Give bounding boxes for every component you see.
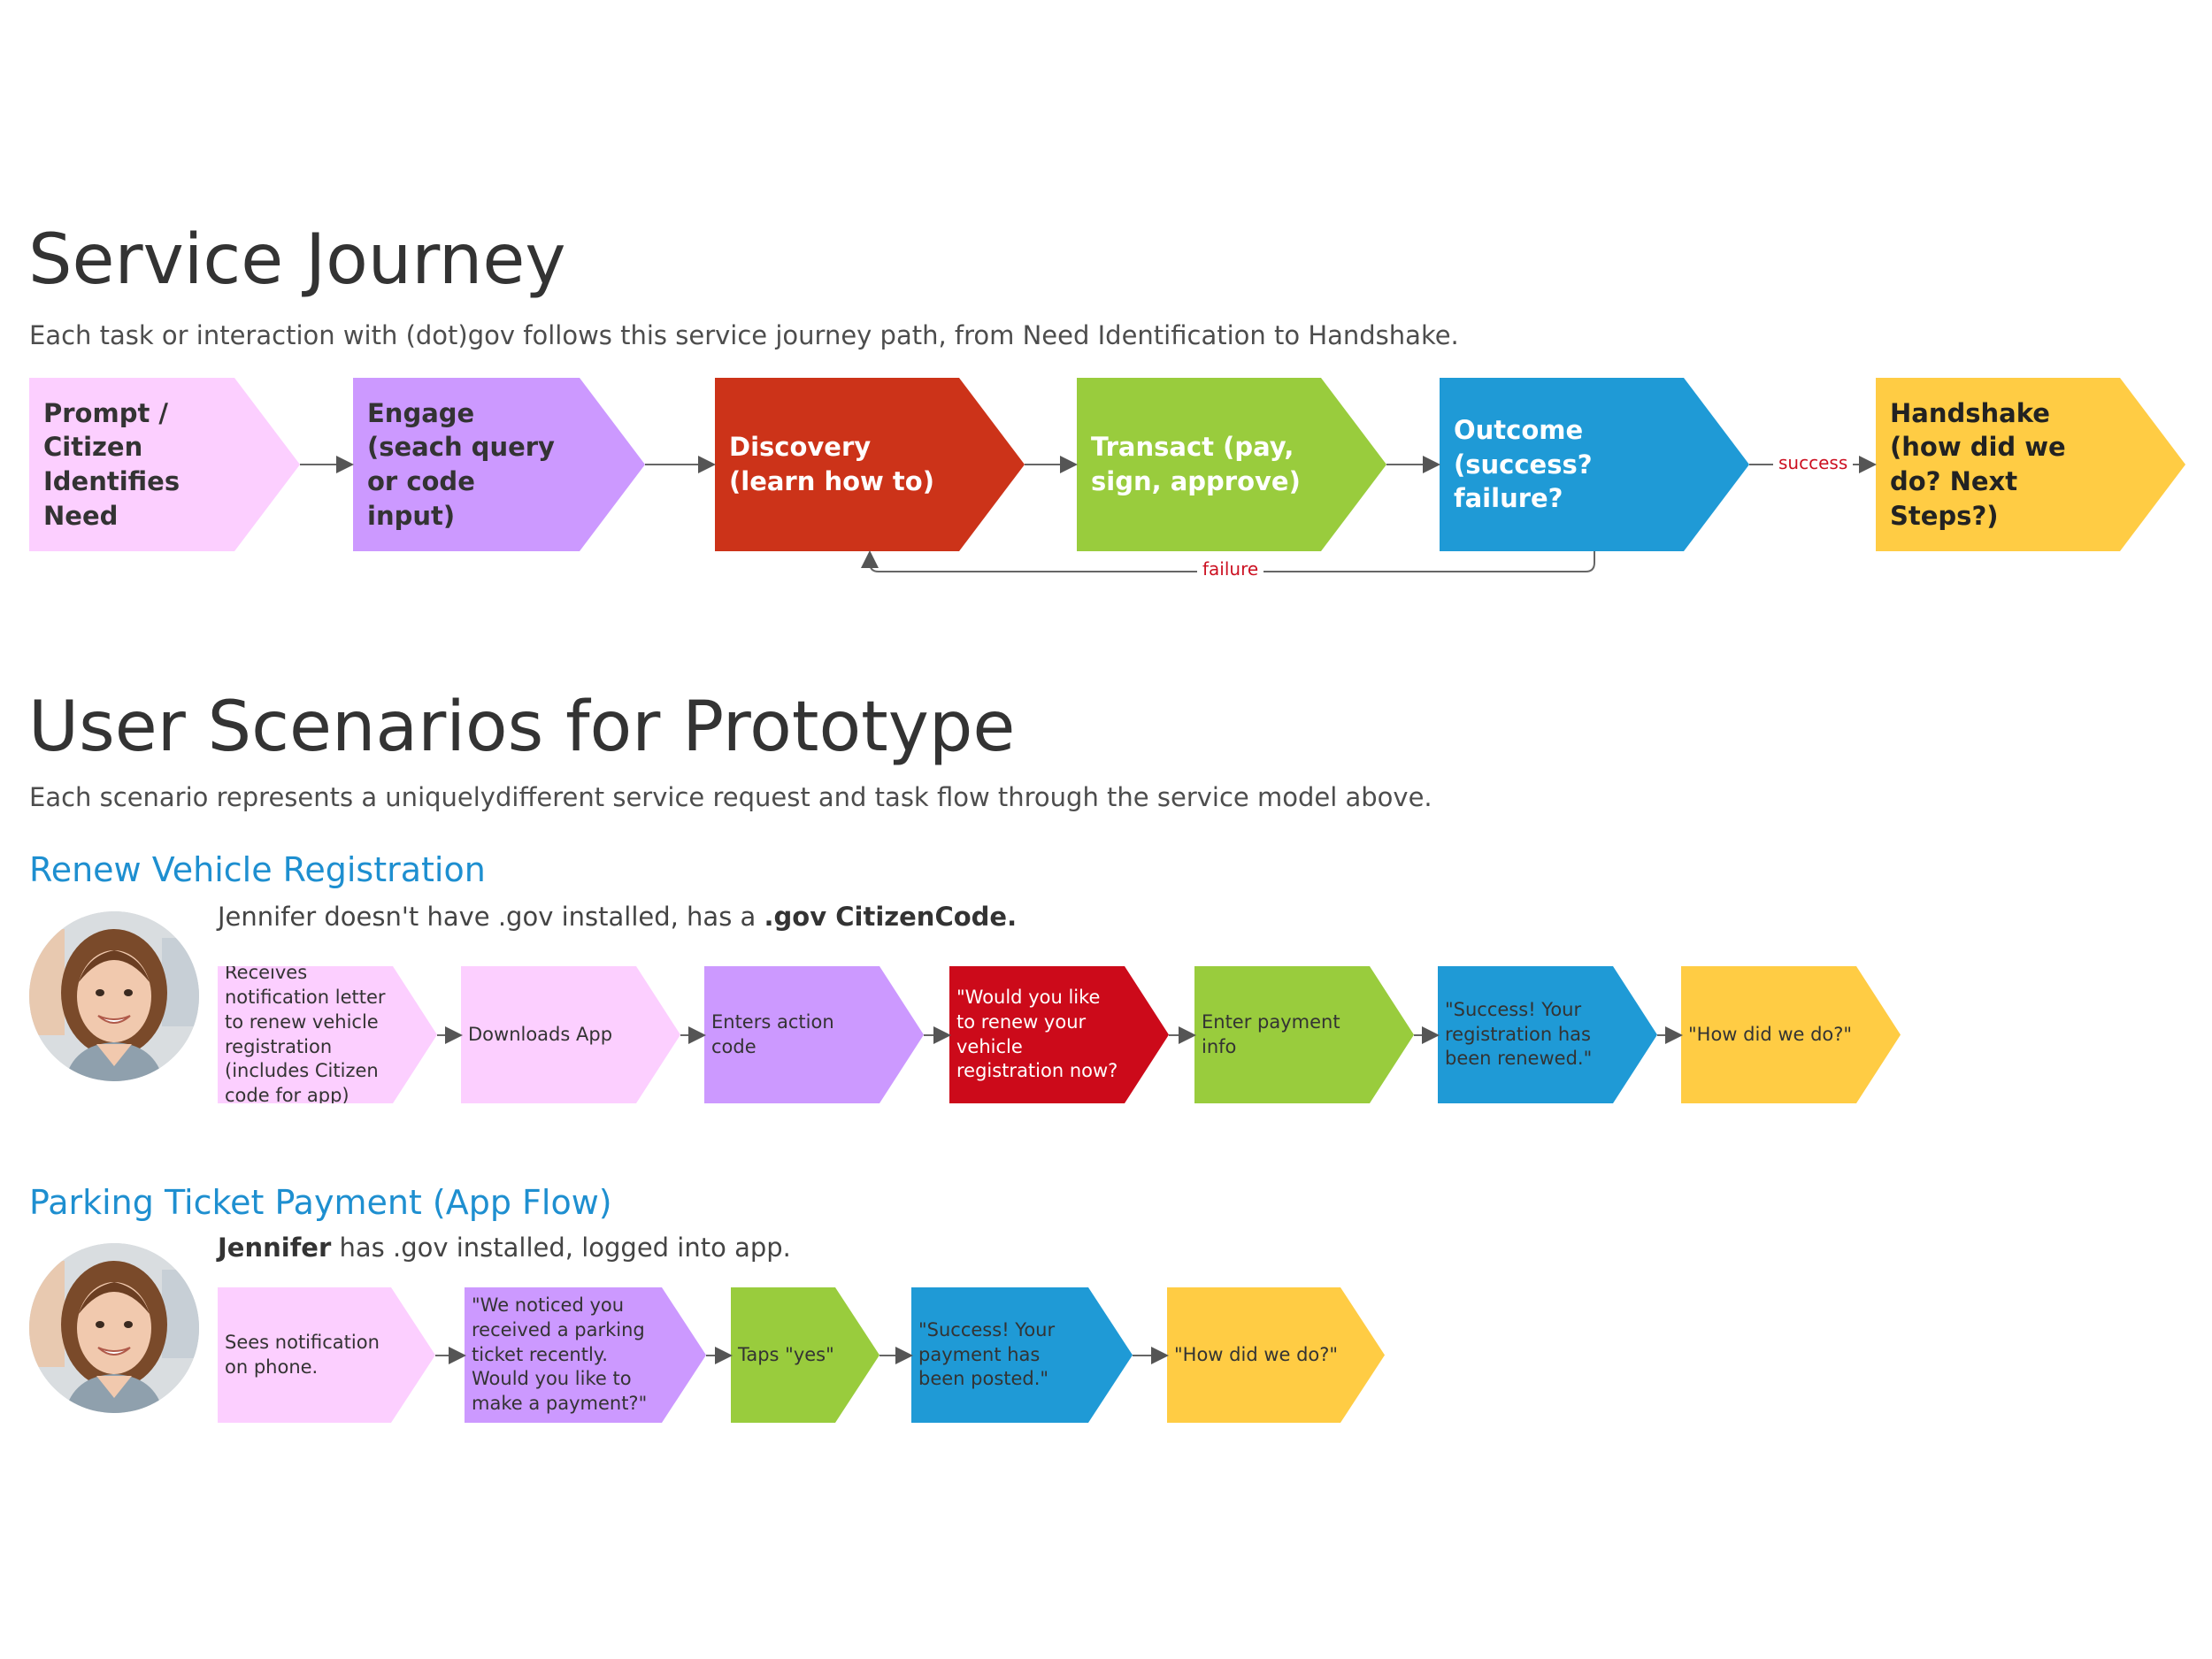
journey-step-engage: Engage (seach query or code input) (353, 378, 645, 551)
success-label: success (1773, 452, 1854, 473)
user-scenarios-title: User Scenarios for Prototype (28, 687, 1016, 767)
journey-step-discovery: Discovery (learn how to) (715, 378, 1025, 551)
scenario-1-step-5: Enter payment info (1194, 966, 1414, 1103)
failure-label: failure (1197, 558, 1264, 580)
scenario-1-step-4: "Would you like to renew your vehicle re… (949, 966, 1169, 1103)
journey-step-transact: Transact (pay, sign, approve) (1077, 378, 1386, 551)
avatar-image (29, 911, 199, 1081)
scenario-2-step-4: "Success! Your payment has been posted." (911, 1287, 1133, 1423)
scenario-1-step-1: Receives notification letter to renew ve… (218, 966, 437, 1103)
avatar-image (29, 1243, 199, 1413)
service-journey-title: Service Journey (28, 220, 566, 300)
scenario-1-step-3: Enters action code (704, 966, 924, 1103)
service-journey-subtitle: Each task or interaction with (dot)gov f… (29, 320, 1459, 350)
scenario-1-description: Jennifer doesn't have .gov installed, ha… (218, 902, 1018, 932)
scenario-1-step-6: "Success! Your registration has been ren… (1438, 966, 1657, 1103)
journey-step-outcome: Outcome (success? failure? (1440, 378, 1749, 551)
scenario-2-connectors (435, 1347, 1169, 1364)
scenario-2-step-5: "How did we do?" (1167, 1287, 1385, 1423)
scenario-2-title: Parking Ticket Payment (App Flow) (29, 1183, 612, 1222)
journey-connectors (300, 456, 1877, 572)
user-scenarios-subtitle: Each scenario represents a uniquelydiffe… (29, 782, 1432, 812)
scenario-2-step-2: "We noticed you received a parking ticke… (465, 1287, 706, 1423)
scenario-1-step-7: "How did we do?" (1681, 966, 1901, 1103)
scenario-1-title: Renew Vehicle Registration (29, 850, 486, 889)
journey-step-handshake: Handshake (how did we do? Next Steps?) (1876, 378, 2185, 551)
scenario-1-step-2: Downloads App (461, 966, 680, 1103)
journey-step-prompt: Prompt / Citizen Identifies Need (29, 378, 300, 551)
scenario-2-description: Jennifer has .gov installed, logged into… (218, 1233, 791, 1263)
scenario-1-connectors (437, 1026, 1683, 1044)
scenario-2-step-1: Sees notification on phone. (218, 1287, 435, 1423)
avatar-jennifer (29, 911, 199, 1081)
avatar-jennifer (29, 1243, 199, 1413)
